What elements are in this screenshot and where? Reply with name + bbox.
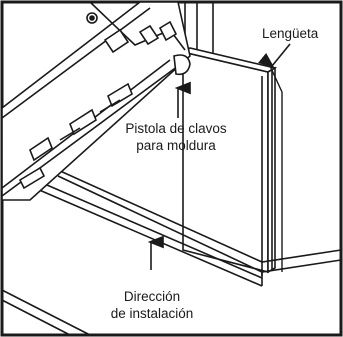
tongue-edge <box>269 65 283 272</box>
direction-label-line1: Dirección <box>124 289 180 304</box>
direction-label-line2: de instalación <box>111 306 194 321</box>
tongue-label: Lengüeta <box>262 26 319 41</box>
arrow-down-icon <box>258 43 291 69</box>
nailer-label-line1: Pistola de clavos <box>125 121 227 136</box>
nailer-label-line2: para moldura <box>136 138 216 153</box>
nail-gun-icon <box>1 1 191 201</box>
